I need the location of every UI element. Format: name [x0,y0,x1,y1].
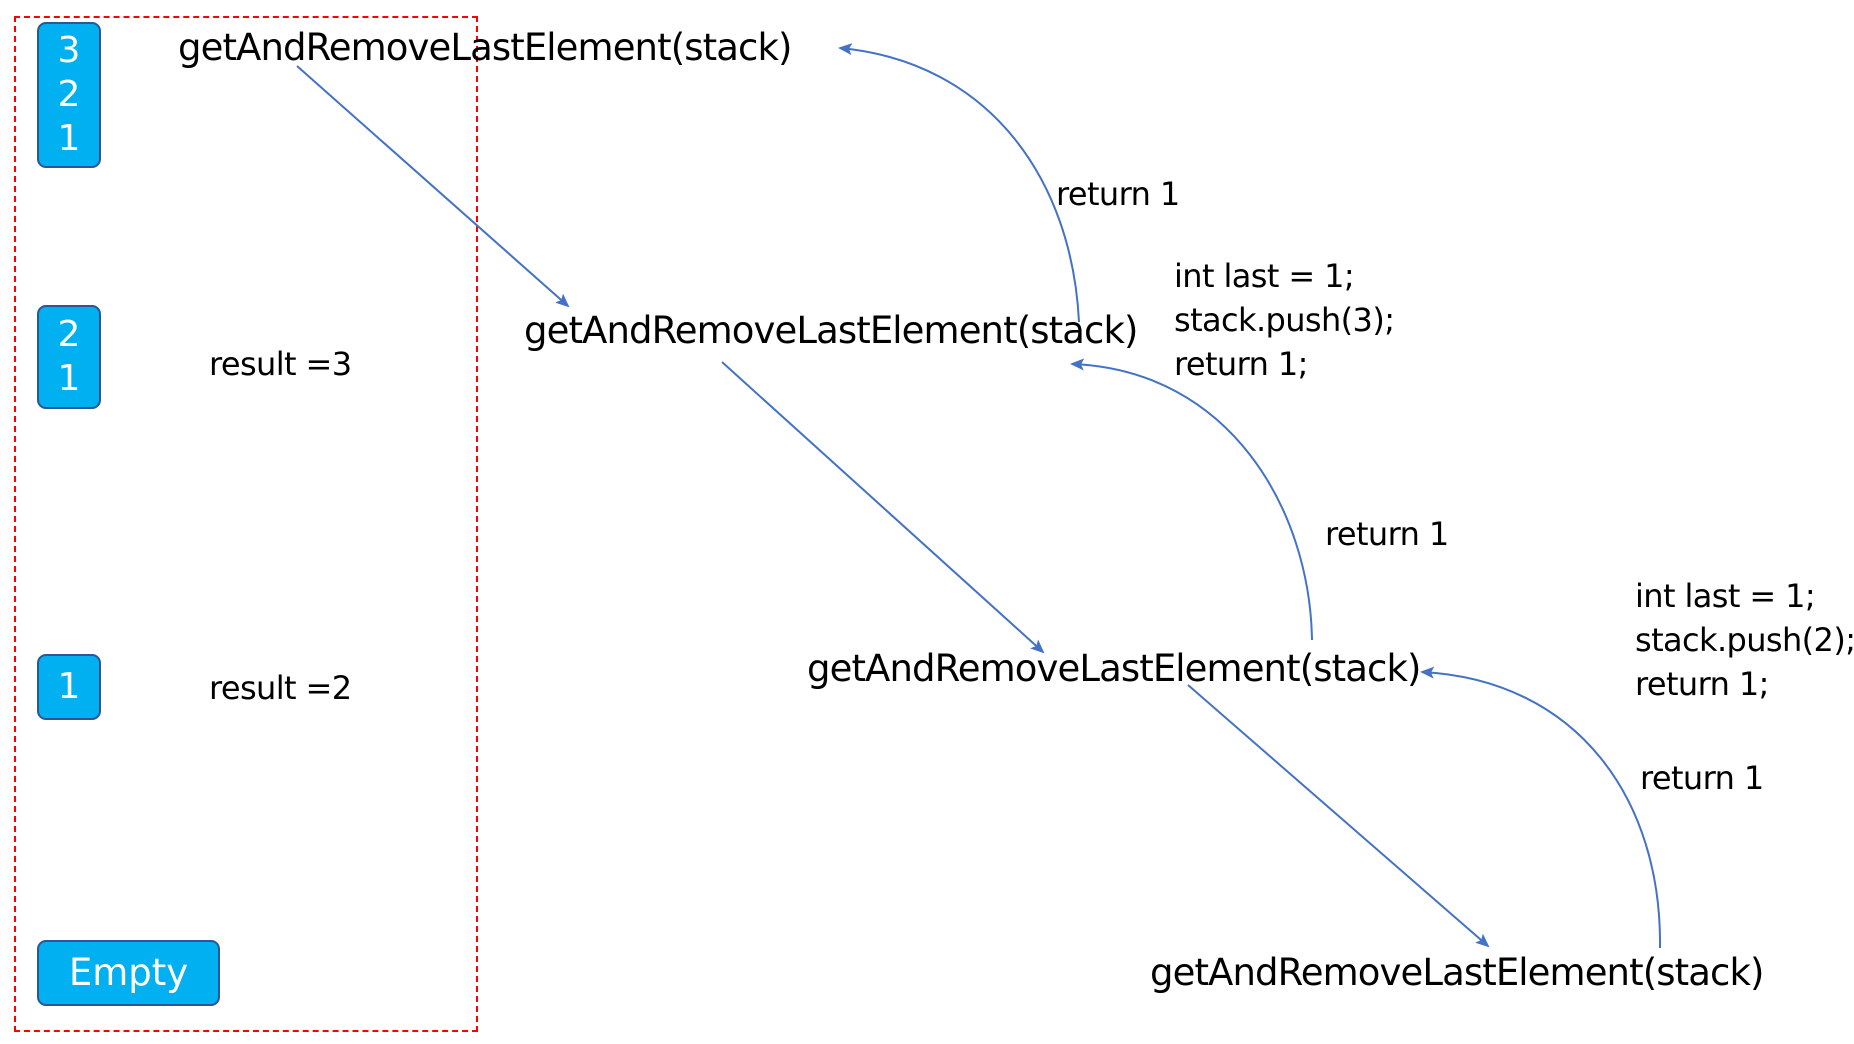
result-label-2: result =2 [209,669,352,707]
code-block-2: int last = 1; stack.push(2); return 1; [1635,574,1854,706]
stack-state-empty: Empty [37,940,220,1006]
stack-cell: Empty [68,951,189,994]
stack-cell: 2 [57,74,81,115]
return-label-1: return 1 [1056,175,1180,213]
stack-cell: 1 [57,358,81,399]
code-block-1: int last = 1; stack.push(3); return 1; [1174,254,1395,386]
call-arrow-3 [1187,684,1490,948]
return-arrow-3 [1420,666,1662,949]
code-line: return 1; [1174,345,1308,383]
stack-cell: 3 [57,30,81,71]
call-level-2: getAndRemoveLastElement(stack) [524,309,1138,352]
stack-cell: 1 [57,666,81,707]
call-arrow-1 [296,65,570,308]
result-label-3: result =3 [209,345,352,383]
code-line: return 1; [1635,665,1769,703]
code-line: stack.push(3); [1174,301,1395,339]
return-label-2: return 1 [1325,515,1449,553]
code-line: int last = 1; [1174,257,1355,295]
stack-cell: 1 [57,118,81,159]
stack-state-1: 1 [37,654,101,720]
stack-state-2-1: 2 1 [37,305,101,409]
code-line: int last = 1; [1635,577,1816,615]
stack-state-3-2-1: 3 2 1 [37,22,101,168]
call-level-4: getAndRemoveLastElement(stack) [1150,951,1764,994]
return-label-3: return 1 [1640,759,1764,797]
code-line: stack.push(2); [1635,621,1854,659]
call-level-1: getAndRemoveLastElement(stack) [178,26,792,69]
call-arrow-2 [721,361,1045,654]
stack-cell: 2 [57,314,81,355]
return-arrow-1 [838,43,1080,323]
stack-states-frame [14,16,478,1032]
return-arrow-2 [1070,358,1313,641]
call-level-3: getAndRemoveLastElement(stack) [807,647,1421,690]
